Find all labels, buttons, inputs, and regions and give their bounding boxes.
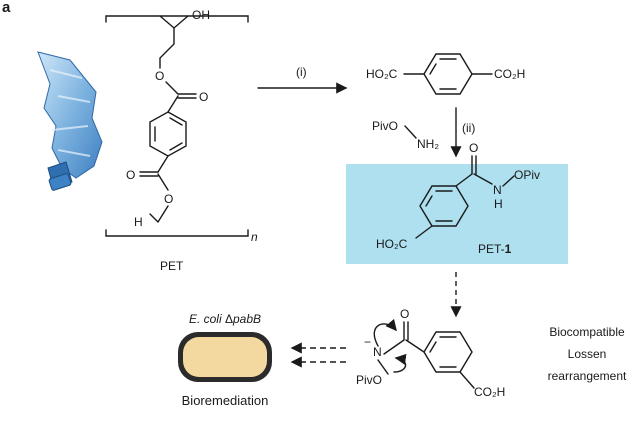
- ester-oxygen-bottom: O: [164, 192, 173, 206]
- bioremediation-label: Bioremediation: [182, 393, 269, 408]
- hydroxyl-label: OH: [192, 8, 210, 22]
- pet1-name: PET-1: [478, 242, 512, 256]
- terephthalic-acid: HO₂C CO₂H: [366, 53, 525, 95]
- carbonyl-oxygen-bottom: O: [126, 168, 135, 182]
- carbonyl-oxygen-top: O: [199, 90, 208, 104]
- lossen-carbonyl-o: O: [400, 307, 409, 321]
- pet1-h: H: [494, 197, 503, 211]
- pet1-opiv: OPiv: [514, 168, 540, 182]
- lossen-caption-line1: Biocompatible: [549, 325, 625, 339]
- pet1-highlight-box: [346, 164, 568, 264]
- pet1-name-prefix: PET-: [478, 242, 505, 256]
- pet1-n: N: [493, 183, 502, 197]
- curved-arrow-2: [393, 353, 407, 373]
- repeat-unit-n: n: [251, 230, 258, 244]
- tpa-left-acid: HO₂C: [366, 67, 398, 81]
- pet1-carbonyl-o: O: [469, 141, 478, 155]
- reagent-amine: NH₂: [417, 137, 439, 151]
- plastic-bottle-icon: [37, 51, 103, 191]
- hydrogen-label: H: [134, 215, 143, 229]
- anion-n: N: [373, 345, 382, 359]
- anion-charge: −: [364, 335, 371, 349]
- reagent-pivo: PivO: [372, 119, 398, 133]
- organism-delta: Δ: [225, 312, 233, 326]
- pet-structure: n OH O O O O H PET: [105, 8, 258, 273]
- organism-label: E. coli ΔpabB: [189, 312, 261, 326]
- lossen-intermediate: − N O CO₂H PivO: [356, 307, 505, 399]
- panel-label: a: [2, 0, 11, 16]
- organism-species: E. coli: [189, 312, 222, 326]
- lossen-pivo: PivO: [356, 373, 382, 387]
- pet1-acid: HO₂C: [376, 237, 408, 251]
- pet1-name-number: 1: [505, 242, 512, 256]
- lossen-caption-line3: rearrangement: [548, 369, 627, 383]
- step-i-label: (i): [296, 65, 307, 79]
- step-ii-label: (ii): [462, 121, 475, 135]
- bacterium-cell-icon: [178, 332, 272, 382]
- tpa-right-acid: CO₂H: [494, 67, 525, 81]
- pet-name: PET: [160, 259, 184, 273]
- lossen-caption-line2: Lossen: [568, 347, 607, 361]
- lossen-acid: CO₂H: [474, 385, 505, 399]
- organism-gene: pabB: [232, 312, 261, 326]
- pet1-structure: O N H OPiv HO₂C PET-1: [376, 141, 540, 256]
- curved-arrow-1: [373, 318, 397, 347]
- ester-oxygen-top: O: [155, 69, 164, 83]
